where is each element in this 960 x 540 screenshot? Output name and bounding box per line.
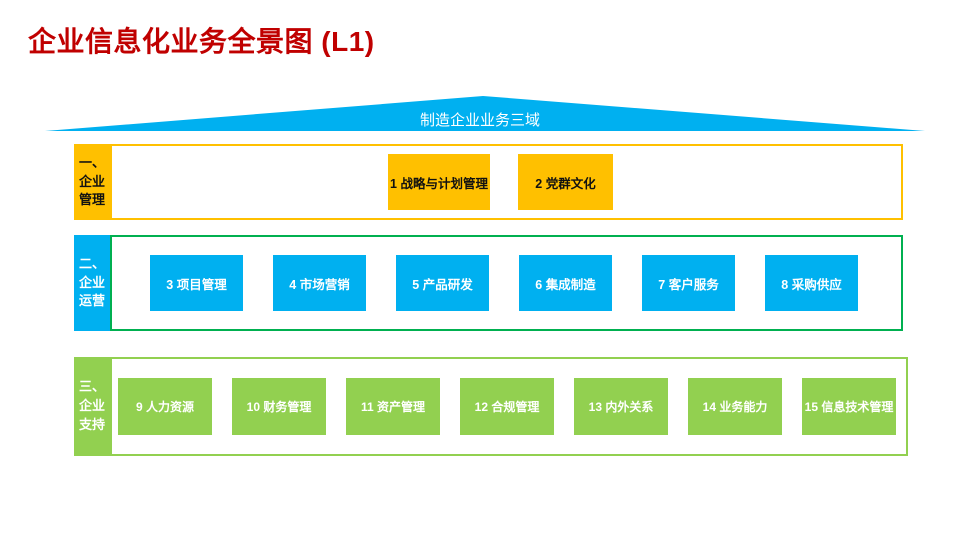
business-box: 13 内外关系 [574,378,668,435]
business-box: 1 战略与计划管理 [388,154,490,210]
band-tab-support: 三、 企业 支持 [74,357,110,456]
business-box: 4 市场营销 [273,255,366,311]
page-title: 企业信息化业务全景图 (L1) [28,26,375,57]
business-box: 10 财务管理 [232,378,326,435]
business-box: 2 党群文化 [518,154,613,210]
band-tab-operations: 二、 企业 运营 [74,235,110,331]
business-box: 6 集成制造 [519,255,612,311]
band-enterprise-operations: 二、 企业 运营 3 项目管理 4 市场营销 5 产品研发 6 集成制造 7 客户服务 8… [74,235,903,331]
business-box: 15 信息技术管理 [802,378,896,435]
box-row-operations: 3 项目管理 4 市场营销 5 产品研发 6 集成制造 7 客户服务 8 采购供应 [112,255,901,311]
roof-banner-label: 制造企业业务三域 [419,112,540,129]
business-box: 3 项目管理 [150,255,243,311]
business-box: 7 客户服务 [642,255,735,311]
roof-triangle-shape [45,96,925,131]
business-box: 9 人力资源 [118,378,212,435]
business-box: 12 合规管理 [460,378,554,435]
band-panel-support: 9 人力资源 10 财务管理 11 资产管理 12 合规管理 13 内外关系 14 业务能… [110,357,908,456]
business-box: 8 采购供应 [765,255,858,311]
box-row-support: 9 人力资源 10 财务管理 11 资产管理 12 合规管理 13 内外关系 14 业务能… [112,378,906,435]
band-tab-management: 一、 企业 管理 [74,144,110,220]
band-panel-operations: 3 项目管理 4 市场营销 5 产品研发 6 集成制造 7 客户服务 8 采购供应 [110,235,903,331]
roof-banner: 制造企业业务三域 [0,93,960,138]
business-box: 5 产品研发 [396,255,489,311]
box-row-management: 1 战略与计划管理 2 党群文化 [112,154,901,210]
band-enterprise-support: 三、 企业 支持 9 人力资源 10 财务管理 11 资产管理 12 合规管理 13 内… [74,357,908,456]
business-box: 14 业务能力 [688,378,782,435]
band-enterprise-management: 一、 企业 管理 1 战略与计划管理 2 党群文化 [74,144,903,220]
band-panel-management: 1 战略与计划管理 2 党群文化 [110,144,903,220]
business-box: 11 资产管理 [346,378,440,435]
